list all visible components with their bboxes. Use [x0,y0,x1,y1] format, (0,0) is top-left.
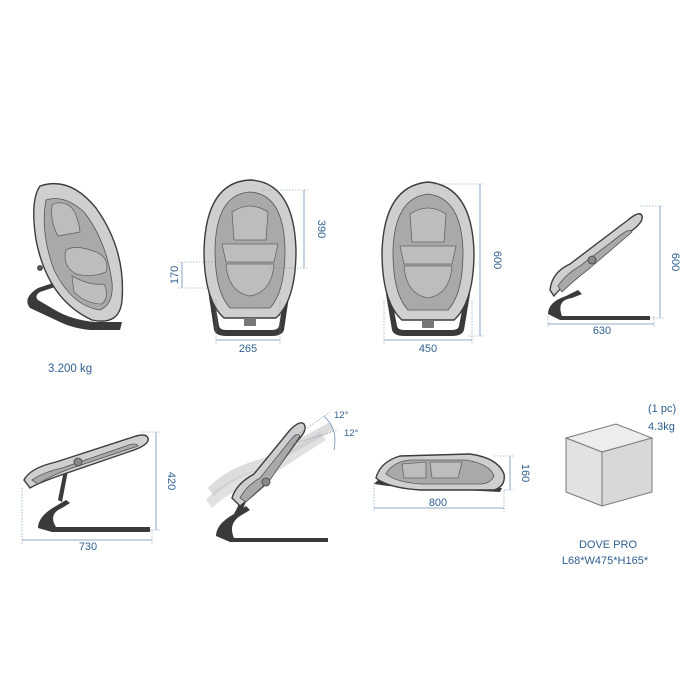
perspective-view [27,182,124,330]
folded-view [374,453,505,492]
dimension-630: 630 [547,316,655,337]
dimension-730: 730 [21,488,153,553]
height-390-label: 390 [315,220,327,238]
width-265-label: 265 [239,343,257,355]
dimension-170: 170 [169,261,220,289]
front-view-large [381,181,475,336]
front-view-small [203,179,297,336]
height-160-label: 160 [519,464,531,482]
depth-630-label: 630 [593,325,611,337]
height-600-side-label: 600 [669,253,681,271]
dimension-265: 265 [215,300,281,355]
depth-730-label: 730 [79,541,97,553]
package-dimensions-label: L68*W475*H165* [562,555,649,567]
package-quantity-label: (1 pc) [648,403,676,415]
dimension-390: 390 [262,189,327,269]
recline-angle-top-label: 12° [334,410,349,421]
side-view-recline-motion [206,422,334,542]
width-450-label: 450 [419,343,437,355]
dimension-600-side: 600 [640,205,681,319]
dimension-420: 420 [140,431,177,531]
dimension-450: 450 [383,300,473,355]
dimension-600-front: 600 [434,183,503,337]
package-model-label: DOVE PRO [579,539,638,551]
dimension-800: 800 [373,482,505,512]
length-800-label: 800 [429,497,447,509]
side-view-upright [548,213,650,320]
recline-angle-indicators: 12° 12° [289,410,359,451]
package-box [564,423,654,507]
height-600-front-label: 600 [491,251,503,269]
height-420-label: 420 [165,472,177,490]
seat-height-170-label: 170 [169,266,181,284]
product-weight-label: 3.200 kg [48,363,92,375]
side-view-reclined [23,434,150,532]
dimension-160: 160 [494,455,531,491]
recline-angle-bottom-label: 12° [344,428,359,439]
package-weight-label: 4.3kg [648,421,675,433]
